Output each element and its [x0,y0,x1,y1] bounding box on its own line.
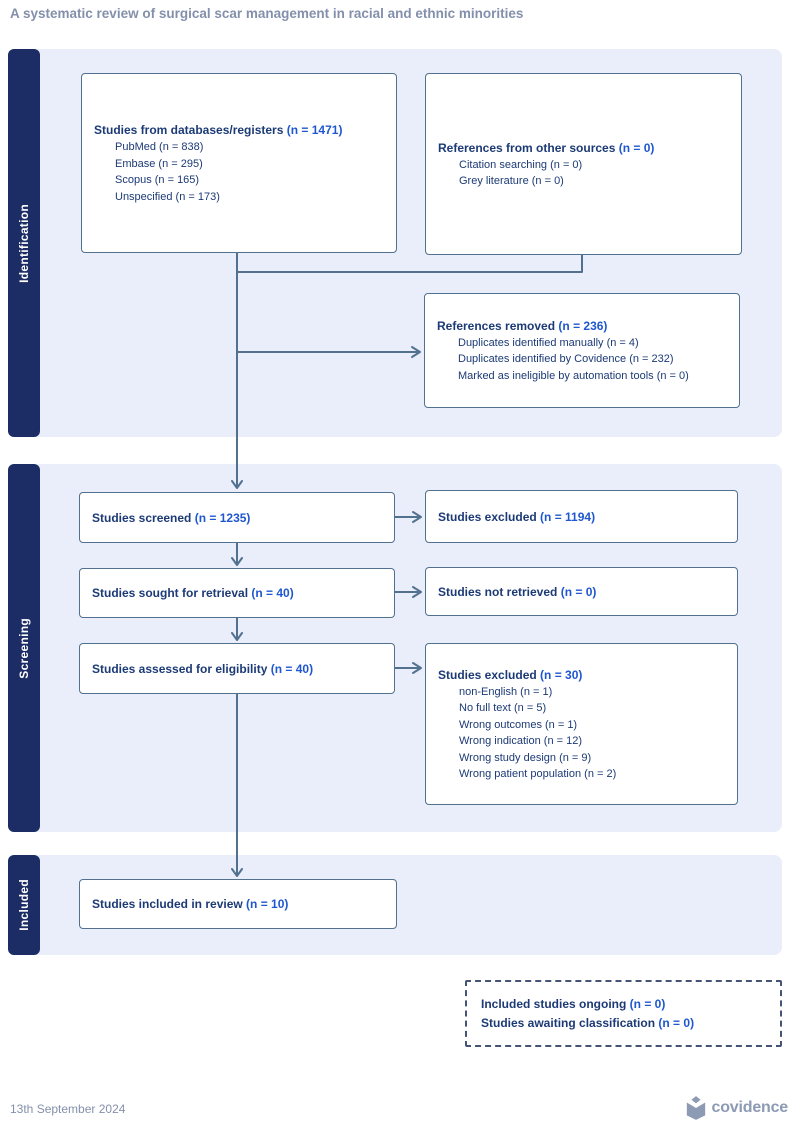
n-count: (n = 10) [246,897,289,911]
sub-item: Duplicates identified by Covidence (n = … [458,353,674,366]
sub-item: PubMed (n = 838) [115,141,204,153]
sub-item: No full text (n = 5) [459,702,547,714]
sub-item: Duplicates identified manually (n = 4) [458,336,639,349]
box-heading: Studies assessed for eligibility (n = 40… [92,661,314,676]
box-studies-excluded-screening: Studies excluded (n = 1194) [425,490,738,543]
sub-item: Wrong study design (n = 9) [459,751,592,764]
sub-item: Embase (n = 295) [115,157,203,170]
box-references-other-sources: References from other sources (n = 0) Ci… [425,73,742,255]
ongoing-line: Included studies ongoing (n = 0) [481,996,666,1011]
n-count: (n = 1235) [194,510,251,525]
box-heading: Studies excluded (n = 30) [438,667,583,682]
sub-item: Citation searching (n = 0) [459,158,583,171]
n-count: (n = 0) [618,140,655,155]
box-studies-not-retrieved: Studies not retrieved (n = 0) [425,567,738,616]
box-studies-excluded-eligibility: Studies excluded (n = 30) non-English (n… [425,643,738,805]
box-studies-screened: Studies screened (n = 1235) [79,492,395,543]
box-heading: Studies screened (n = 1235) [92,510,251,525]
n-count: (n = 0) [658,1015,695,1030]
box-studies-assessed-eligibility: Studies assessed for eligibility (n = 40… [79,643,395,694]
sub-item: Marked as ineligible by automation tools… [458,369,689,382]
box-ongoing-awaiting: Included studies ongoing (n = 0) Studies… [465,980,782,1047]
covidence-brand: covidence [685,1096,788,1120]
box-studies-from-databases: Studies from databases/registers (n = 14… [81,73,397,253]
n-count: (n = 30) [540,667,583,682]
brand-name: covidence [711,1099,789,1116]
sub-item: Wrong indication (n = 12) [459,735,583,747]
n-count: (n = 40) [251,586,294,600]
n-count: (n = 0) [560,584,597,599]
box-references-removed: References removed (n = 236) Duplicates … [424,293,740,408]
box-studies-included-review: Studies included in review (n = 10) [79,879,397,929]
box-heading: Studies included in review (n = 10) [92,897,289,911]
n-count: (n = 1194) [540,509,596,524]
page-title: A systematic review of surgical scar man… [10,6,524,21]
n-count: (n = 1471) [286,123,343,137]
section-label-included: Included [17,879,31,931]
sub-item: Scopus (n = 165) [115,174,200,186]
section-bar-identification: Identification [8,49,40,437]
box-heading: References removed (n = 236) [437,318,608,333]
sub-item: Grey literature (n = 0) [459,175,564,187]
sub-item: Wrong patient population (n = 2) [459,768,617,780]
box-heading: Studies from databases/registers (n = 14… [94,123,343,137]
awaiting-line: Studies awaiting classification (n = 0) [481,1015,695,1030]
sub-item: Unspecified (n = 173) [115,190,220,203]
box-heading: Studies sought for retrieval (n = 40) [92,586,294,600]
box-studies-sought-retrieval: Studies sought for retrieval (n = 40) [79,568,395,618]
report-date: 13th September 2024 [10,1102,126,1116]
section-label-screening: Screening [17,617,31,679]
covidence-logo-icon [686,1096,705,1120]
n-count: (n = 40) [270,661,314,676]
section-label-identification: Identification [17,203,31,283]
n-count: (n = 236) [558,318,608,333]
box-heading: Studies excluded (n = 1194) [438,509,596,524]
section-bar-screening: Screening [8,464,40,832]
box-heading: Studies not retrieved (n = 0) [438,584,597,599]
section-bar-included: Included [8,855,40,955]
n-count: (n = 0) [629,996,666,1011]
box-heading: References from other sources (n = 0) [438,140,655,155]
sub-item: Wrong outcomes (n = 1) [459,718,578,731]
sub-item: non-English (n = 1) [459,685,553,698]
